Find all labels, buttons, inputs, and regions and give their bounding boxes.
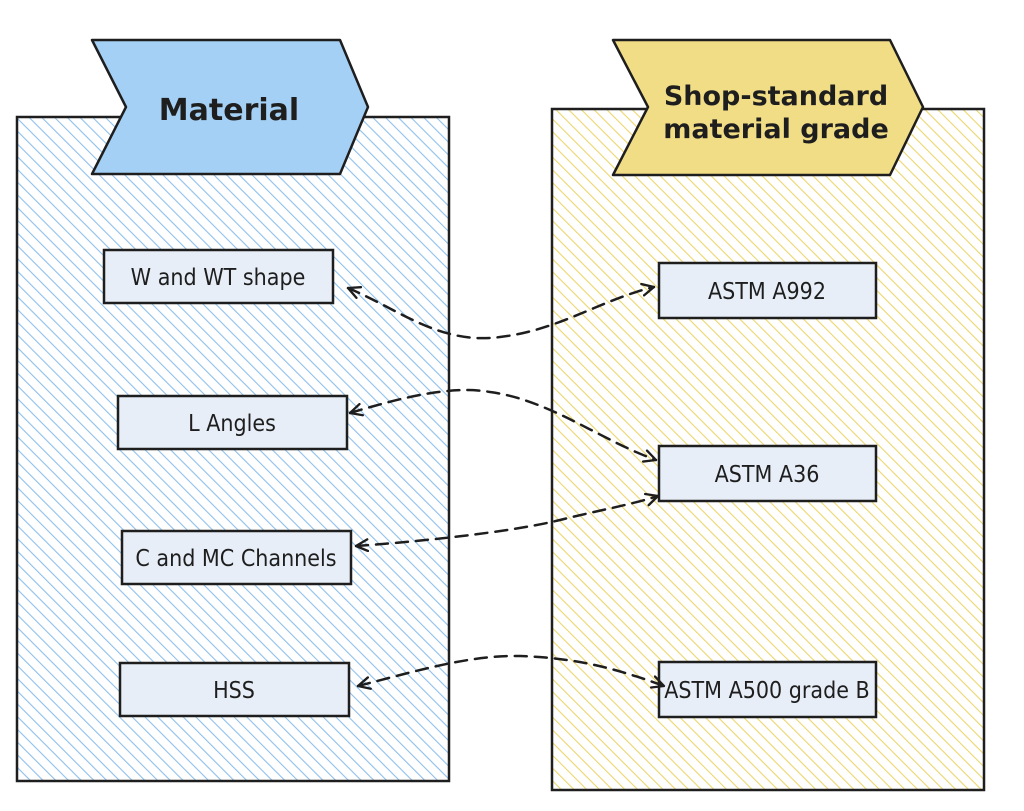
material-label: W and WT shape <box>131 265 306 291</box>
material-item-l-angles: L Angles <box>116 394 349 451</box>
grade-title-line1: Shop-standard <box>664 81 888 112</box>
grade-box <box>657 261 878 320</box>
connector-w-to-a992 <box>346 282 656 340</box>
material-item-hss: HSS <box>118 661 351 718</box>
grade-label: ASTM A500 grade B <box>664 678 870 704</box>
grade-label: ASTM A36 <box>715 462 820 488</box>
material-box <box>116 394 349 451</box>
material-label: HSS <box>213 678 255 704</box>
grade-title-line2: material grade <box>663 114 889 145</box>
material-items: W and WT shape L Angles C and MC Channel… <box>102 248 353 718</box>
grade-item-a500: ASTM A500 grade B <box>657 660 878 719</box>
material-item-c-mc: C and MC Channels <box>120 529 353 586</box>
material-box <box>102 248 335 305</box>
material-label: L Angles <box>188 411 276 437</box>
grade-label: ASTM A992 <box>708 279 826 305</box>
material-title: Material <box>159 93 299 128</box>
connector-hss-to-a500 <box>356 654 666 690</box>
grade-item-a992: ASTM A992 <box>657 261 878 320</box>
material-box <box>118 661 351 718</box>
material-label: C and MC Channels <box>135 546 336 572</box>
material-header-banner <box>90 38 370 176</box>
grade-box <box>657 444 878 503</box>
material-item-w-wt: W and WT shape <box>102 248 335 305</box>
grade-item-a36: ASTM A36 <box>657 444 878 503</box>
connectors <box>346 282 666 690</box>
grade-header-banner <box>611 38 925 177</box>
connector-c-to-a36 <box>354 492 660 553</box>
material-box <box>120 529 353 586</box>
connector-l-to-a36 <box>348 388 658 463</box>
